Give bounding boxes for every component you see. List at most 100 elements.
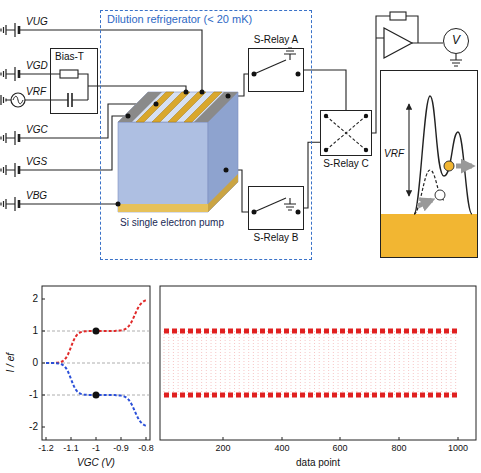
switch-trace: [206, 331, 207, 395]
axis-tick: 1000: [448, 443, 468, 453]
switch-trace: [276, 331, 277, 395]
switch-trace: [385, 331, 386, 395]
node-label: V: [452, 34, 460, 48]
switch-trace: [408, 331, 409, 395]
switch-trace: [309, 331, 310, 395]
axis-tick: -1.2: [38, 443, 54, 453]
wire-connector: [304, 142, 320, 208]
current-curve: [46, 363, 146, 426]
node-label: S-Relay B: [253, 232, 298, 244]
axis-tick: 600: [332, 443, 347, 453]
node-label: VRF: [384, 148, 404, 160]
switch-trace: [164, 331, 165, 395]
source-label: VRF: [26, 86, 46, 98]
switch-trace: [342, 331, 343, 395]
axis-tick: 200: [215, 443, 230, 453]
relay-frame: [248, 48, 304, 92]
switch-trace: [281, 331, 282, 395]
switch-trace: [338, 331, 339, 395]
switch-trace: [347, 331, 348, 395]
axis-tick: 800: [391, 443, 406, 453]
axis-title: I / ef: [5, 353, 17, 372]
switch-trace: [253, 331, 254, 395]
switch-trace: [403, 331, 404, 395]
node-label: S-Relay C: [323, 158, 369, 170]
source-label: VGS: [26, 156, 47, 168]
switch-trace: [314, 331, 315, 395]
axis-tick: 1: [32, 325, 38, 337]
source-label: VGD: [26, 60, 48, 72]
switch-trace: [272, 331, 273, 395]
axis-title: data point: [296, 457, 340, 469]
switch-trace: [380, 331, 381, 395]
switch-trace: [173, 331, 174, 395]
switch-trace: [239, 331, 240, 395]
switch-trace: [258, 331, 259, 395]
switch-trace: [333, 331, 334, 395]
current-curve: [46, 300, 146, 363]
switch-trace: [361, 331, 362, 395]
axis-tick: 0: [32, 357, 38, 369]
axis-tick: -0.9: [113, 443, 129, 453]
switch-trace: [196, 331, 197, 395]
switch-trace: [300, 331, 301, 395]
switch-trace: [201, 331, 202, 395]
node-label: S-Relay A: [254, 34, 298, 46]
source-label: VBG: [26, 190, 47, 202]
switch-trace: [229, 331, 230, 395]
switch-trace: [319, 331, 320, 395]
switch-trace: [366, 331, 367, 395]
switch-trace: [328, 331, 329, 395]
axis-tick: 400: [274, 443, 289, 453]
axis-tick: -1: [29, 389, 38, 401]
voltmeter-symbol: V: [443, 28, 469, 54]
switch-trace: [225, 331, 226, 395]
switch-trace: [352, 331, 353, 395]
switch-trace: [295, 331, 296, 395]
switch-trace: [267, 331, 268, 395]
switch-trace: [436, 331, 437, 395]
relay-frame: [248, 186, 304, 230]
switch-trace: [441, 331, 442, 395]
switch-trace: [234, 331, 235, 395]
switch-trace: [187, 331, 188, 395]
axis-title: VGC (V): [77, 457, 115, 469]
device-label: Si single electron pump: [120, 217, 224, 229]
switch-trace: [450, 331, 451, 395]
relay-frame: [320, 110, 372, 156]
switch-trace: [446, 331, 447, 395]
energy-diagram-inset: VRF: [380, 70, 478, 258]
axis-tick: -0.8: [138, 443, 154, 453]
switch-trace: [356, 331, 357, 395]
switch-trace: [243, 331, 244, 395]
switch-trace: [168, 331, 169, 395]
switch-trace: [455, 331, 456, 395]
current-level: [164, 331, 458, 395]
switch-trace: [291, 331, 292, 395]
axis-tick: -2: [29, 421, 38, 433]
relay-switch: S-Relay C: [318, 110, 374, 170]
switch-trace: [323, 331, 324, 395]
switch-trace: [413, 331, 414, 395]
switch-trace: [394, 331, 395, 395]
node-label: Dilution refrigerator (< 20 mK): [107, 13, 252, 26]
switch-trace: [192, 331, 193, 395]
switch-trace: [178, 331, 179, 395]
switch-trace: [418, 331, 419, 395]
switch-trace: [432, 331, 433, 395]
axis-tick: -1: [92, 443, 100, 453]
wire-connector: [304, 70, 346, 110]
switch-trace: [375, 331, 376, 395]
switch-trace: [262, 331, 263, 395]
relay-switch: S-Relay B: [248, 186, 304, 244]
bias-tee-box: Bias-T: [50, 48, 98, 114]
switch-trace: [370, 331, 371, 395]
switch-trace: [211, 331, 212, 395]
switch-trace: [305, 331, 306, 395]
switch-trace: [286, 331, 287, 395]
switch-trace: [422, 331, 423, 395]
source-label: VUG: [26, 16, 48, 28]
axis-tick: 2: [32, 293, 38, 305]
node-label: Bias-T: [55, 51, 84, 63]
